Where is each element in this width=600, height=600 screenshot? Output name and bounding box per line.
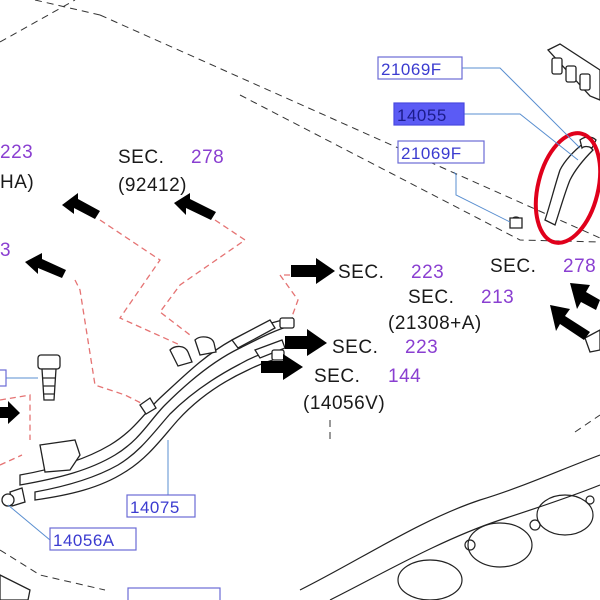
- head-gasket: [299, 454, 600, 600]
- clipped-left-label-box: [0, 369, 7, 387]
- part-label-21069f-bottom[interactable]: 21069F: [397, 140, 485, 164]
- part-label-text: 21069F: [381, 60, 442, 79]
- sec-number: 3: [0, 240, 11, 261]
- sec-number: 223: [411, 262, 444, 283]
- sec-word: SEC.: [490, 256, 536, 277]
- arrow-icon-sec223-top-left: [62, 193, 100, 219]
- part-label-text: 14075: [130, 498, 180, 517]
- sec-word: SEC.: [338, 262, 384, 283]
- arrow-icon-sec278-right: [550, 305, 590, 340]
- sec-223-top-left[interactable]: 223 HA): [0, 142, 34, 193]
- part-label-text: 14055: [397, 106, 447, 125]
- sec-number: 223: [0, 142, 33, 163]
- sec-partial-3[interactable]: 3: [0, 240, 11, 261]
- sec-144[interactable]: SEC. 144 (14056V): [303, 366, 421, 414]
- upper-hose-assembly: [509, 43, 600, 353]
- pipe-routing-leaders: [0, 219, 300, 466]
- sec-subtext: (14056V): [303, 393, 385, 414]
- water-pipe-assembly: [9, 317, 295, 507]
- part-label-14055[interactable]: 14055: [393, 102, 465, 126]
- part-label-14056a[interactable]: 14056A: [49, 527, 137, 551]
- sec-number: 144: [388, 366, 421, 387]
- part-label-text: 21069F: [401, 144, 462, 163]
- lower-fittings: [0, 493, 31, 600]
- sec-number: 278: [191, 147, 224, 168]
- arrow-icon-sec278-92412: [174, 193, 216, 220]
- sec-278-right[interactable]: SEC. 278: [490, 256, 596, 277]
- direction-arrows: [0, 193, 600, 424]
- sec-number: 213: [481, 287, 514, 308]
- arrow-icon-sec223-a: [291, 258, 335, 284]
- sec-278-92412[interactable]: SEC. 278 (92412): [118, 147, 224, 196]
- sec-subtext: (92412): [118, 175, 187, 196]
- sec-word: SEC.: [118, 147, 164, 168]
- sec-223-a[interactable]: SEC. 223: [338, 262, 444, 283]
- bolt: [37, 354, 61, 401]
- sec-213[interactable]: SEC. 213 (21308+A): [388, 287, 514, 334]
- sec-word: SEC.: [314, 366, 360, 387]
- sec-223-b[interactable]: SEC. 223: [332, 337, 438, 358]
- arrow-icon-sec223-b: [285, 329, 327, 356]
- sec-word: SEC.: [332, 337, 378, 358]
- arrow-icon-sec213: [570, 283, 600, 310]
- arrow-icon-sec144: [261, 354, 303, 380]
- part-leader-lines: [0, 67, 581, 541]
- highlight-ellipse: [533, 131, 600, 245]
- arrow-icon-sec-partial-3: [25, 253, 66, 278]
- arrow-icon-left-edge: [0, 401, 20, 424]
- clipped-part-label-box: [127, 587, 221, 600]
- part-label-14075[interactable]: 14075: [126, 494, 196, 518]
- sec-number: 278: [563, 256, 596, 277]
- sec-subtext: HA): [0, 172, 34, 193]
- sec-word: SEC.: [408, 287, 454, 308]
- part-label-21069f-top[interactable]: 21069F: [377, 56, 463, 80]
- part-label-text: 14056A: [53, 531, 115, 550]
- sec-number: 223: [405, 337, 438, 358]
- sec-subtext: (21308+A): [388, 313, 482, 334]
